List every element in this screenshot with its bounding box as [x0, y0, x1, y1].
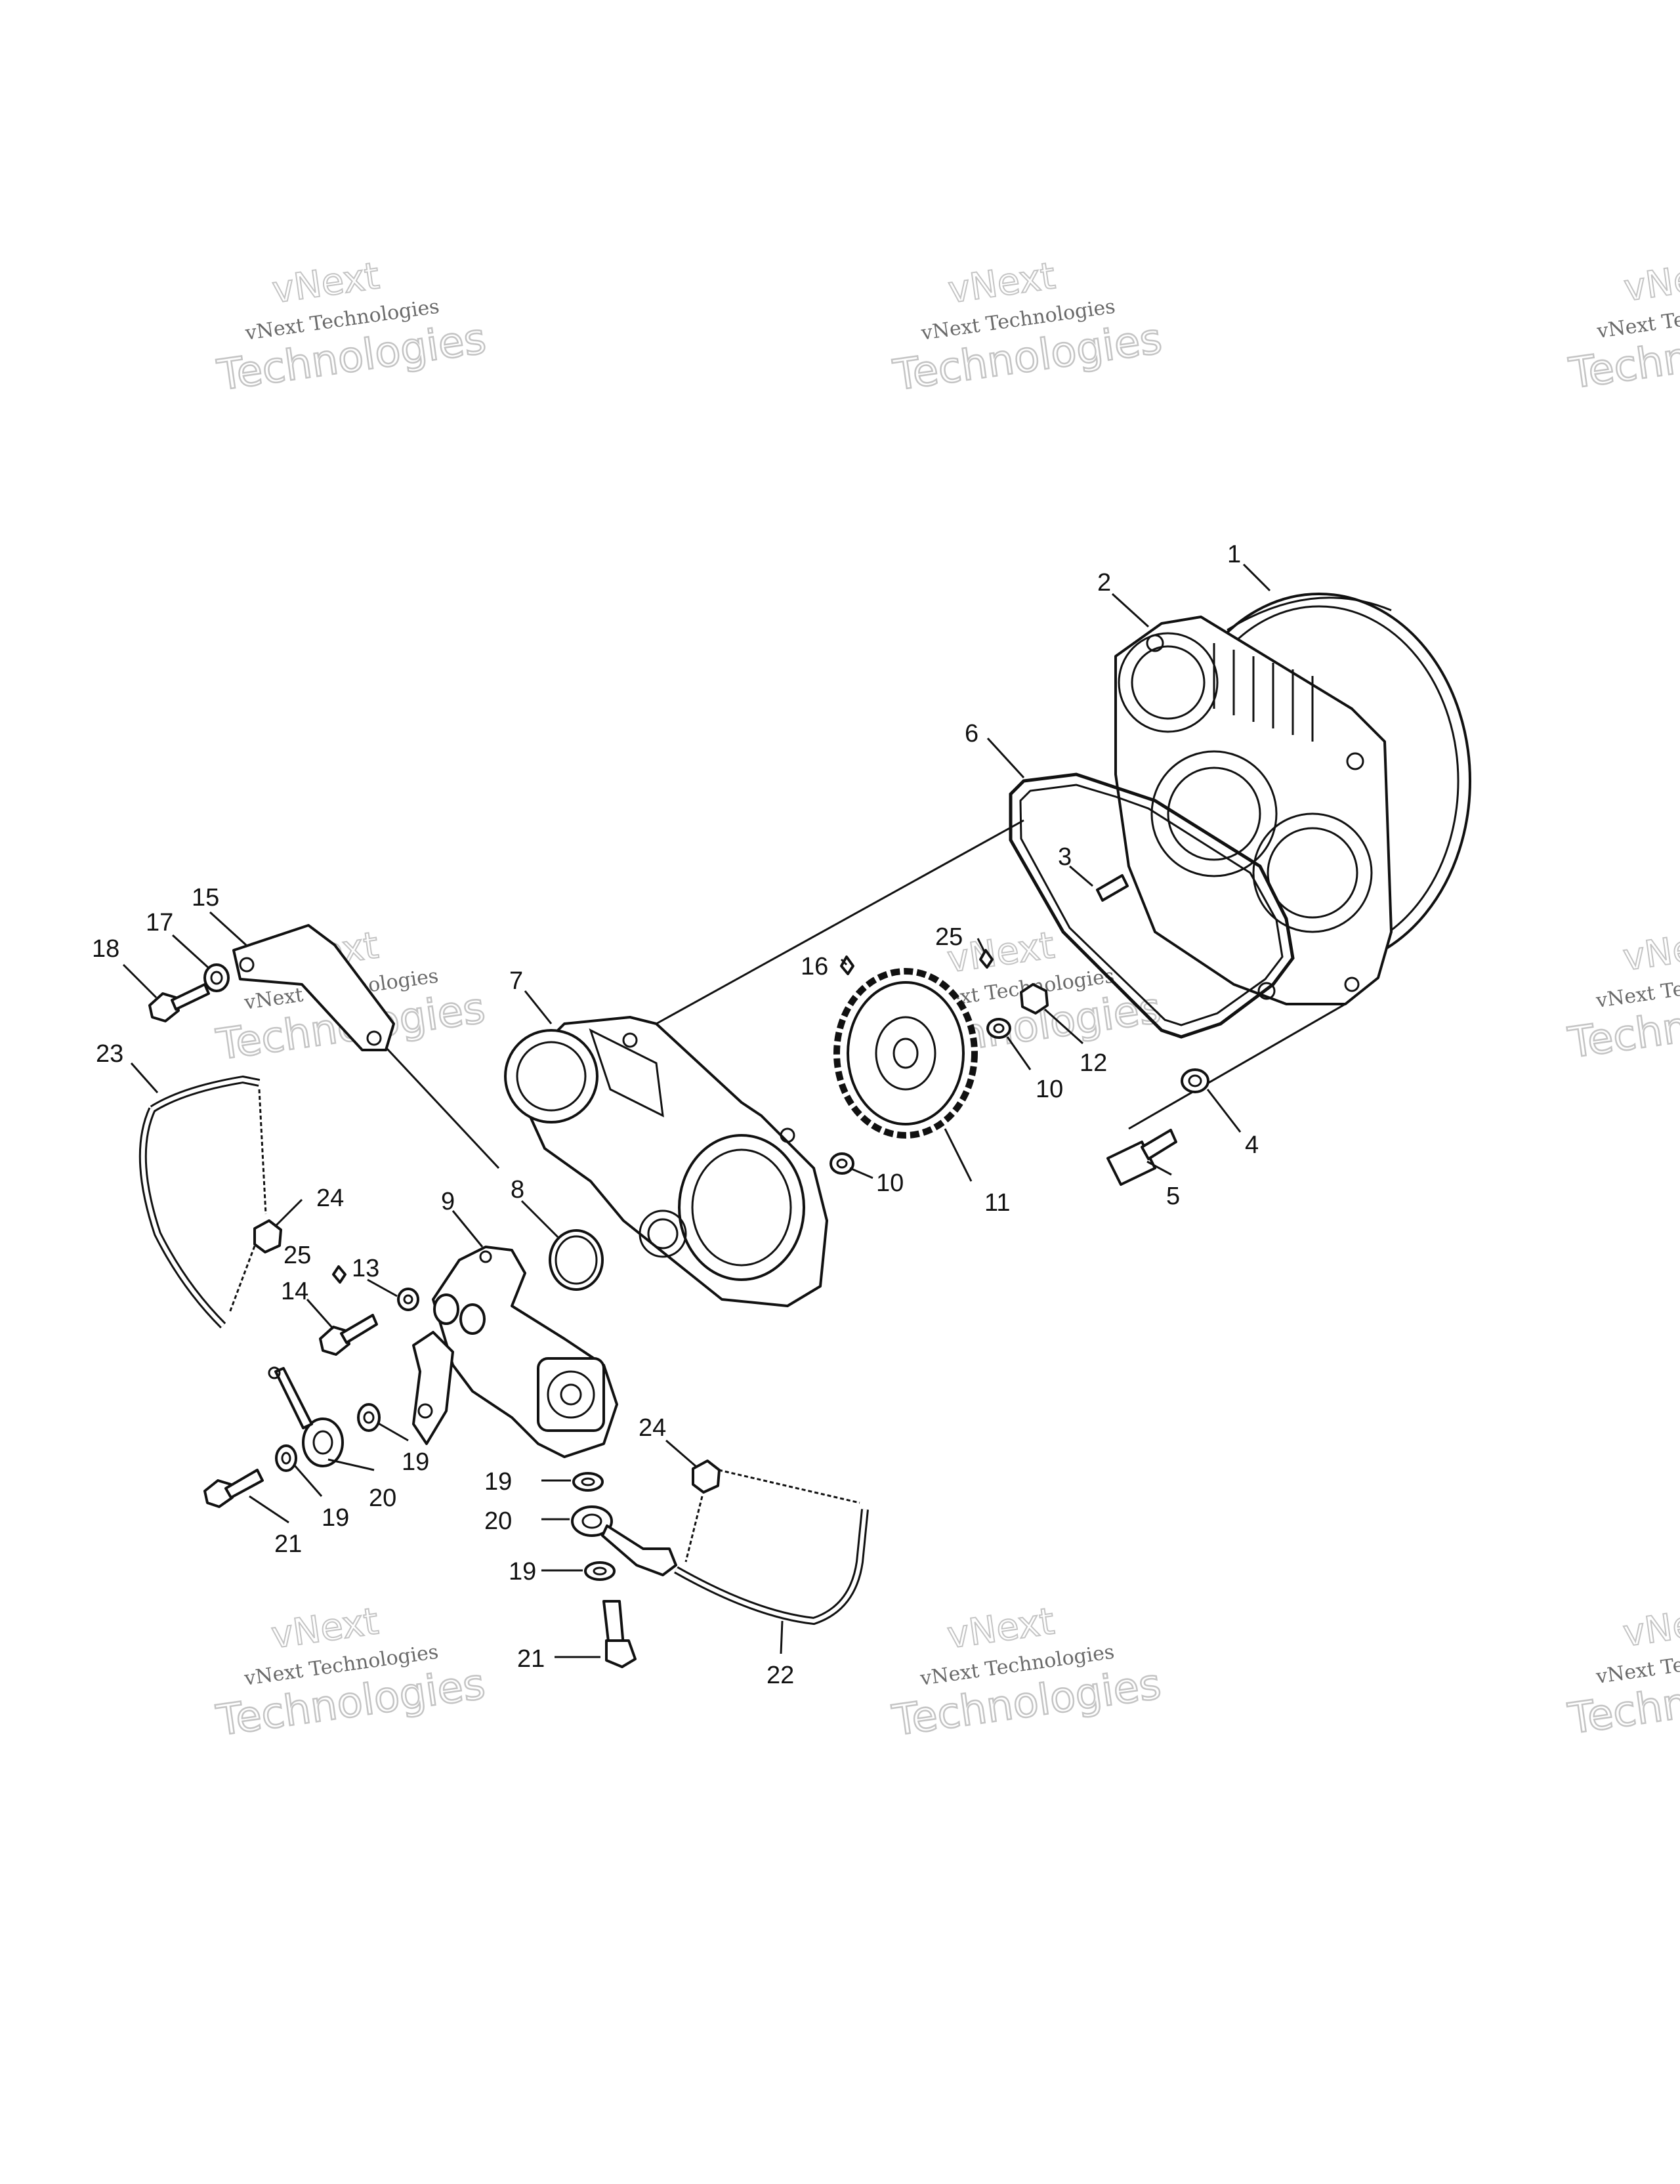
part-8-o-ring	[549, 1229, 604, 1291]
callout-8: 8	[511, 1176, 524, 1204]
part-24-clamp-upper	[253, 1219, 282, 1253]
part-23-hose	[138, 1075, 267, 1329]
watermark-top-left: vNext vNext Technologies Technologies	[213, 254, 490, 401]
part-9-oil-pump	[412, 1246, 618, 1458]
part-19-washer-b	[275, 1444, 297, 1472]
part-11-gear	[833, 968, 978, 1139]
svg-text:vNext: vNext	[946, 255, 1058, 312]
part-19-washer-a	[357, 1403, 381, 1432]
callout-19b: 19	[322, 1504, 349, 1532]
leader-lines	[122, 563, 1271, 1658]
part-12-nut	[1020, 983, 1049, 1015]
callout-21a: 21	[274, 1530, 302, 1558]
callout-12: 12	[1080, 1049, 1107, 1077]
callout-7: 7	[509, 967, 523, 995]
callout-14: 14	[281, 1278, 308, 1305]
part-19-washer-d	[584, 1561, 616, 1581]
watermark-bottom-center: vNext vNext Technologies Technologies	[889, 1599, 1165, 1746]
callout-18: 18	[92, 935, 119, 963]
callout-13: 13	[352, 1255, 379, 1282]
part-21-bolt-left	[203, 1469, 264, 1508]
watermark-bottom-right: vNext vNext Technologies Technologies	[1564, 1597, 1680, 1744]
svg-text:vNext: vNext	[1622, 253, 1680, 310]
part-17-lockwasher	[203, 963, 230, 992]
callout-10b: 10	[876, 1169, 904, 1197]
assembly-line-housing	[1128, 1003, 1346, 1130]
watermark-top-right: vNext vNext Technologies Technologies	[1565, 252, 1680, 399]
part-4-washer	[1181, 1068, 1209, 1093]
callout-17: 17	[146, 909, 173, 936]
assembly-line-gearcase	[656, 819, 1024, 1025]
svg-text:vNext: vNext	[269, 1600, 381, 1657]
callout-11: 11	[984, 1189, 1010, 1217]
svg-text:vNext: vNext	[1620, 922, 1680, 979]
svg-text:vNext: vNext	[1620, 1598, 1680, 1655]
part-25-key-lower	[332, 1265, 346, 1284]
callout-4: 4	[1245, 1131, 1259, 1159]
watermark-top-center: vNext vNext Technologies Technologies	[889, 254, 1166, 401]
part-20-fitting-lower	[571, 1505, 677, 1576]
part-20-fitting-left	[268, 1366, 344, 1467]
callout-19a: 19	[402, 1448, 429, 1476]
callout-24b: 24	[639, 1414, 666, 1442]
callout-6: 6	[965, 720, 978, 747]
part-10-washer-lower	[830, 1152, 854, 1175]
callout-2: 2	[1097, 569, 1111, 597]
part-21-bolt-lower	[602, 1600, 637, 1668]
callout-3: 3	[1058, 843, 1072, 871]
part-2-housing	[1114, 616, 1393, 1005]
part-22-hose	[674, 1469, 869, 1626]
part-6-gasket	[1009, 772, 1295, 1039]
part-18-bolt	[148, 983, 210, 1022]
svg-text:vNext: vNext	[270, 255, 382, 312]
callout-22: 22	[766, 1662, 794, 1689]
part-15-bracket	[232, 924, 395, 1051]
callout-labels: 1 2 3 4 5 6 7 8 9 10 10 11 12 13 14 15 1…	[92, 541, 1259, 1689]
callout-21b: 21	[517, 1645, 545, 1673]
callout-24a: 24	[316, 1185, 344, 1212]
part-3-dowel-pin	[1096, 874, 1129, 902]
part-5-bolt	[1106, 1129, 1177, 1186]
part-10-washer-upper	[986, 1018, 1011, 1039]
callout-20a: 20	[369, 1484, 396, 1512]
callout-19d: 19	[509, 1558, 536, 1586]
part-14-screw	[319, 1314, 378, 1356]
callout-9: 9	[441, 1188, 455, 1215]
part-19-washer-c	[572, 1472, 604, 1492]
callout-16: 16	[801, 953, 828, 980]
watermark-mid-right: vNext vNext Technologies Technologies	[1564, 921, 1680, 1068]
callout-15: 15	[192, 884, 219, 912]
part-24-clamp-lower	[692, 1460, 721, 1494]
callout-19c: 19	[484, 1468, 512, 1496]
watermark-bottom-left: vNext vNext Technologies Technologies	[213, 1599, 489, 1746]
callout-20b: 20	[484, 1507, 512, 1535]
part-13-nut	[397, 1288, 419, 1311]
part-7-gearcase	[504, 1016, 828, 1307]
callout-25b: 25	[284, 1242, 311, 1269]
callout-1: 1	[1227, 541, 1241, 568]
callout-10a: 10	[1036, 1076, 1063, 1103]
callout-5: 5	[1166, 1183, 1180, 1210]
callout-25a: 25	[935, 923, 963, 951]
part-25-key-upper	[979, 949, 994, 969]
part-16-key	[840, 956, 854, 975]
callout-23: 23	[96, 1040, 123, 1068]
svg-text:vNext: vNext	[945, 1600, 1057, 1657]
